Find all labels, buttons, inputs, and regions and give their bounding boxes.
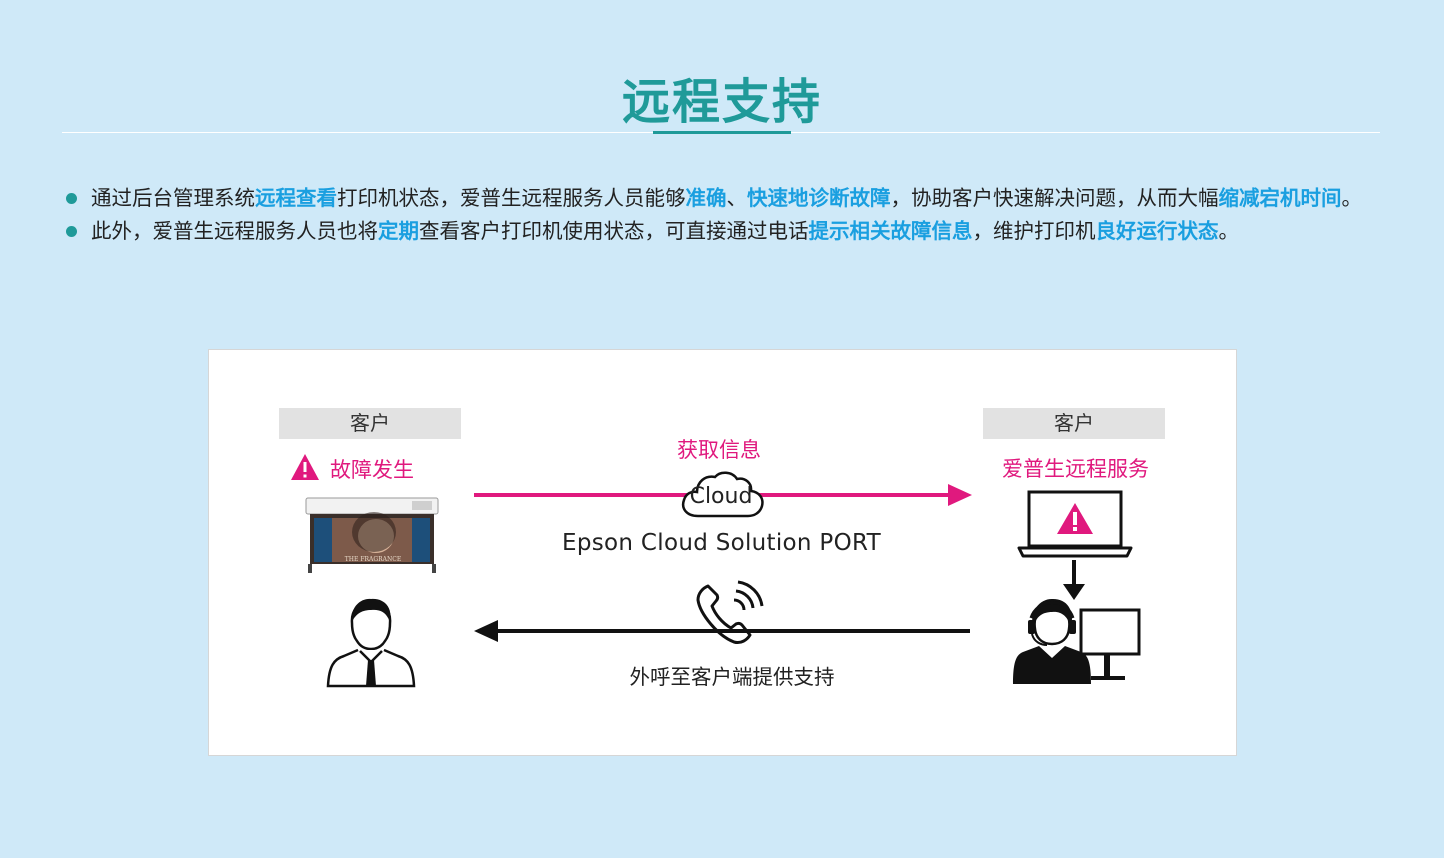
customer-person-icon xyxy=(326,598,416,688)
bullet-list: 通过后台管理系统远程查看打印机状态，爱普生远程服务人员能够准确、快速地诊断故障，… xyxy=(66,182,1376,248)
cloud-label: Cloud xyxy=(689,484,753,509)
bullet-text-segment: 此外，爱普生远程服务人员也将 xyxy=(91,219,378,243)
bullet-item: 此外，爱普生远程服务人员也将定期查看客户打印机使用状态，可直接通过电话提示相关故… xyxy=(66,215,1376,248)
remote-service-label: 爱普生远程服务 xyxy=(1002,457,1149,481)
bullet-text-segment: 。 xyxy=(1341,186,1363,210)
right-customer-tag: 客户 xyxy=(983,408,1165,439)
printer-caption: THE FRAGRANCE xyxy=(344,556,402,563)
printer-icon: THE FRAGRANCE xyxy=(304,496,442,574)
page-title: 远程支持 xyxy=(621,74,822,130)
bullet-text: 此外，爱普生远程服务人员也将定期查看客户打印机使用状态，可直接通过电话提示相关故… xyxy=(91,219,1239,243)
bullet-highlight: 提示相关故障信息 xyxy=(808,219,973,243)
info-label: 获取信息 xyxy=(677,438,761,462)
bullet-highlight: 远程查看 xyxy=(255,186,337,210)
fault-label: 故障发生 xyxy=(330,458,414,482)
bullet-text-segment: 查看客户打印机使用状态，可直接通过电话 xyxy=(419,219,809,243)
support-agent-icon xyxy=(1013,598,1141,684)
cloud-icon xyxy=(681,471,764,518)
warning-icon xyxy=(291,454,319,480)
title-divider-accent xyxy=(653,131,791,134)
down-arrow-icon xyxy=(1063,560,1085,600)
bullet-item: 通过后台管理系统远程查看打印机状态，爱普生远程服务人员能够准确、快速地诊断故障，… xyxy=(66,182,1376,215)
phone-icon xyxy=(696,580,764,644)
diagram-panel: 客户 客户 故障发生 爱普生远程服务 THE FRAGRANCE 获取信息 xyxy=(208,349,1237,756)
bullet-text-segment: 打印机状态，爱普生远程服务人员能够 xyxy=(337,186,686,210)
bullet-highlight: 准确 xyxy=(685,186,727,210)
solution-label: Epson Cloud Solution PORT xyxy=(562,530,881,556)
bullet-text-segment: ，协助客户快速解决问题，从而大幅 xyxy=(890,186,1219,210)
bullet-text: 通过后台管理系统远程查看打印机状态，爱普生远程服务人员能够准确、快速地诊断故障，… xyxy=(91,186,1362,210)
return-arrow xyxy=(474,620,970,642)
bullet-text-segment: 通过后台管理系统 xyxy=(91,186,255,210)
bullet-text-segment: ，维护打印机 xyxy=(972,219,1096,243)
left-customer-tag: 客户 xyxy=(279,408,461,439)
callback-label: 外呼至客户端提供支持 xyxy=(629,665,835,689)
bullet-text-segment: 。 xyxy=(1218,219,1240,243)
bullet-highlight: 快速地诊断故障 xyxy=(747,186,891,210)
bullet-dot xyxy=(66,226,77,237)
bullet-text-segment: 、 xyxy=(726,186,748,210)
bullet-highlight: 良好运行状态 xyxy=(1095,219,1219,243)
bullet-highlight: 缩减宕机时间 xyxy=(1218,186,1342,210)
bullet-dot xyxy=(66,193,77,204)
bullet-highlight: 定期 xyxy=(378,219,419,243)
laptop-icon xyxy=(1017,490,1133,558)
